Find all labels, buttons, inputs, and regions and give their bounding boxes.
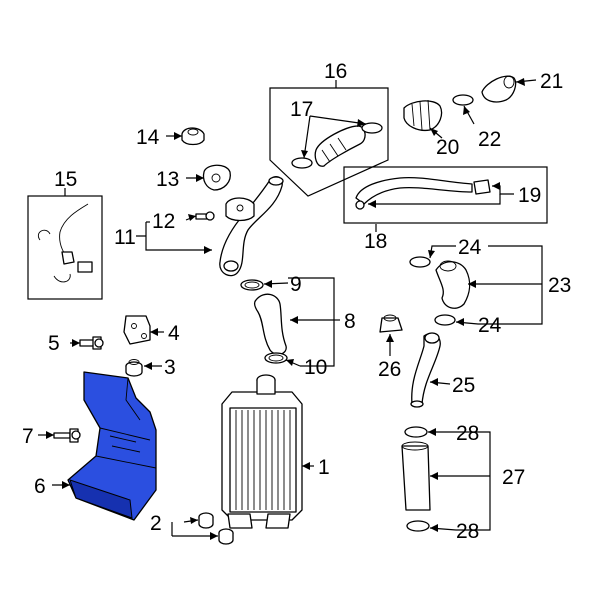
clamp-part-28a[interactable] — [404, 426, 428, 438]
intercooler-part-1[interactable] — [221, 374, 303, 529]
hose-part-21[interactable] — [481, 75, 517, 103]
callout-23: 23 — [548, 274, 571, 297]
callout-24b: 24 — [478, 314, 502, 337]
callout-8: 8 — [344, 310, 356, 333]
valve-part-13[interactable] — [202, 164, 231, 191]
pipe-part-25[interactable] — [410, 332, 441, 408]
hose-part-27[interactable] — [401, 441, 431, 511]
bolt-part-5[interactable] — [79, 336, 104, 350]
callout-1: 1 — [318, 456, 330, 479]
callout-13: 13 — [156, 168, 179, 191]
clamp-part-17b[interactable] — [361, 122, 383, 134]
callout-2: 2 — [150, 512, 162, 535]
callout-24a: 24 — [458, 236, 482, 259]
callout-7: 7 — [22, 425, 34, 448]
group-box-18 — [343, 166, 548, 224]
callout-5: 5 — [48, 332, 60, 355]
clamp-part-24b[interactable] — [434, 314, 456, 326]
callout-21: 21 — [540, 70, 563, 93]
hose-part-8[interactable] — [254, 293, 287, 356]
callout-12: 12 — [152, 210, 175, 233]
callout-6: 6 — [34, 475, 46, 498]
clamp-part-19[interactable] — [473, 179, 491, 195]
clamp-part-22[interactable] — [452, 94, 474, 106]
callout-26: 26 — [378, 358, 401, 381]
bracket-part-4[interactable] — [123, 315, 151, 345]
callout-3: 3 — [164, 356, 176, 379]
group-box-15 — [27, 195, 103, 300]
callout-20: 20 — [436, 136, 459, 159]
group-box-16 — [269, 87, 389, 197]
mount-part-2[interactable] — [198, 512, 234, 545]
callout-18: 18 — [364, 230, 387, 253]
callout-27: 27 — [502, 466, 525, 489]
callout-14: 14 — [136, 126, 160, 149]
clamp-part-24a[interactable] — [409, 256, 431, 268]
callout-22: 22 — [478, 128, 501, 151]
hose-part-18[interactable] — [355, 176, 473, 210]
clamp-part-17a[interactable] — [291, 157, 313, 169]
callout-28b: 28 — [456, 520, 479, 543]
air-guide-part-6[interactable] — [67, 371, 157, 521]
callout-4: 4 — [168, 322, 180, 345]
clamp-part-28b[interactable] — [406, 520, 430, 532]
callout-28a: 28 — [456, 422, 479, 445]
clamp-part-10[interactable] — [264, 352, 288, 364]
callout-10: 10 — [304, 356, 327, 379]
arrowheads — [46, 78, 525, 540]
hose-part-20[interactable] — [403, 99, 443, 132]
callout-16: 16 — [324, 60, 347, 83]
callout-25: 25 — [452, 374, 475, 397]
grommet-part-3[interactable] — [125, 359, 143, 377]
callout-15: 15 — [54, 168, 77, 191]
clamp-part-9[interactable] — [240, 279, 264, 291]
intake-pipe-part-11[interactable] — [219, 175, 284, 277]
valve-part-26[interactable] — [379, 314, 403, 333]
callout-17: 17 — [290, 98, 313, 121]
valve-body-part-11[interactable] — [225, 197, 255, 222]
callout-9: 9 — [290, 273, 302, 296]
hose-part-23[interactable] — [435, 260, 471, 309]
wiring-part-15[interactable] — [38, 203, 93, 283]
callout-19: 19 — [518, 184, 541, 207]
callout-11: 11 — [114, 226, 136, 249]
hose-part-17[interactable] — [314, 125, 366, 167]
bolt-part-7[interactable] — [53, 428, 81, 443]
sensor-part-14[interactable] — [181, 127, 205, 146]
bolt-part-12[interactable] — [195, 211, 215, 221]
